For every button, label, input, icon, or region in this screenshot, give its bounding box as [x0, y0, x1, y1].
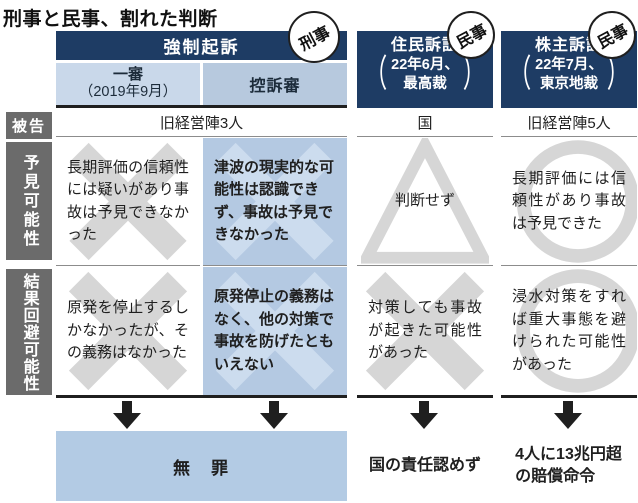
first-trial-date: （2019年9月） [78, 84, 178, 101]
triangle-watermark-icon [361, 138, 489, 265]
x-watermark-icon [207, 267, 343, 395]
subheader-first-trial: 一審 （2019年9月） [56, 63, 200, 105]
cell-text: 対策しても事故が起きた可能性があった [368, 299, 482, 362]
row-label-defendant: 被告 [6, 112, 52, 139]
shareholder-bottom-rule [501, 395, 637, 398]
close-paren: ） [606, 53, 630, 96]
shareholder-result-line1: 4人に13兆円超 [515, 446, 622, 464]
shareholder-suit-title: 株主訴訟 [534, 37, 603, 54]
cell-foreseeability-appeal: 津波の現実的な可能性は認識できず、事故は予見できなかった [203, 138, 347, 266]
cell-avoidance-resident: 対策しても事故が起きた可能性があった [357, 267, 493, 395]
down-arrow-icon [113, 401, 141, 429]
resident-suit-date: 22年6月、 [391, 57, 459, 74]
resident-civil-badge-label: 民事 [454, 22, 491, 53]
appeal-trial-label: 控訴審 [249, 78, 301, 95]
down-arrow-icon [410, 401, 438, 429]
cell-text: 津波の現実的な可能性は認識できず、事故は予見できなかった [214, 158, 335, 244]
subheader-bottom-rule [56, 105, 347, 108]
defendant-resident: 国 [357, 109, 493, 137]
shareholder-result-line2: の賠償命令 [515, 468, 596, 485]
shareholder-civil-badge: 民事 [588, 11, 636, 59]
criminal-header-label: 強制起訴 [163, 38, 240, 57]
down-arrow-icon [260, 401, 288, 429]
x-watermark-icon [60, 138, 196, 265]
result-shareholder-suit: 4人に13兆円超 の賠償命令 [499, 431, 638, 501]
result-criminal-not-guilty: 無 罪 [56, 431, 347, 501]
defendant-shareholder: 旧経営陣5人 [501, 109, 637, 137]
avoidance-label-line1: 結果回避 [20, 272, 38, 341]
criminal-badge-label: 刑事 [297, 24, 334, 55]
row-label-foreseeability: 予見可能性 [6, 142, 52, 260]
shareholder-civil-badge-label: 民事 [595, 22, 632, 53]
cell-foreseeability-resident: 判断せず [357, 138, 493, 266]
cell-avoidance-appeal: 原発停止の義務はなく、他の対策で事故を防げたともいえない [203, 267, 347, 395]
resident-civil-badge: 民事 [447, 11, 495, 59]
down-arrow-icon [554, 401, 582, 429]
close-paren: ） [462, 53, 486, 96]
criminal-badge: 刑事 [288, 11, 340, 63]
result-resident-suit: 国の責任認めず [368, 457, 481, 475]
open-paren: （ [364, 53, 388, 96]
cell-text: 長期評価の信頼性には疑いがあり事故は予見できなかった [67, 158, 189, 244]
cell-foreseeability-first-trial: 長期評価の信頼性には疑いがあり事故は予見できなかった [56, 138, 200, 266]
resident-suit-court: 最高裁 [403, 76, 447, 93]
resident-suit-header: 住民訴訟 （ 22年6月、 最高裁 ） [357, 31, 493, 108]
cell-foreseeability-shareholder: 長期評価には信頼性があり事故は予見できた [501, 138, 637, 266]
x-watermark-icon [207, 138, 343, 265]
cell-avoidance-shareholder: 浸水対策をすれば重大事態を避けられた可能性があった [501, 267, 637, 395]
circle-watermark-icon [514, 267, 637, 395]
row-label-result-avoidance: 結果回避 可能性 [6, 269, 52, 395]
page-title: 刑事と民事、割れた判断 [3, 9, 218, 30]
cell-text: 浸水対策をすれば重大事態を避けられた可能性があった [512, 288, 626, 373]
subheader-appeal-trial: 控訴審 [203, 63, 347, 105]
resident-bottom-rule [357, 395, 493, 398]
cell-text: 長期評価には信頼性があり事故は予見できた [512, 169, 626, 232]
cell-text: 原発を停止するしかなかったが、その義務はなかった [67, 299, 189, 362]
circle-watermark-icon [514, 138, 637, 265]
shareholder-suit-subtitle: （ 22年7月、 東京地裁 ） [505, 56, 633, 94]
first-trial-label: 一審 [112, 66, 143, 84]
cell-avoidance-first-trial: 原発を停止するしかなかったが、その義務はなかった [56, 267, 200, 395]
defendant-criminal: 旧経営陣3人 [56, 109, 347, 137]
shareholder-suit-date: 22年7月、 [535, 57, 603, 74]
cell-text: 原発停止の義務はなく、他の対策で事故を防げたともいえない [214, 288, 335, 373]
x-watermark-icon [361, 267, 489, 395]
cell-text: 判断せず [394, 192, 455, 210]
shareholder-suit-court: 東京地裁 [539, 76, 598, 93]
open-paren: （ [508, 53, 532, 96]
x-watermark-icon [60, 267, 196, 395]
resident-suit-title: 住民訴訟 [390, 37, 459, 54]
resident-suit-subtitle: （ 22年6月、 最高裁 ） [361, 56, 489, 94]
avoidance-label-line2: 可能性 [20, 340, 38, 392]
criminal-bottom-rule [56, 395, 347, 398]
